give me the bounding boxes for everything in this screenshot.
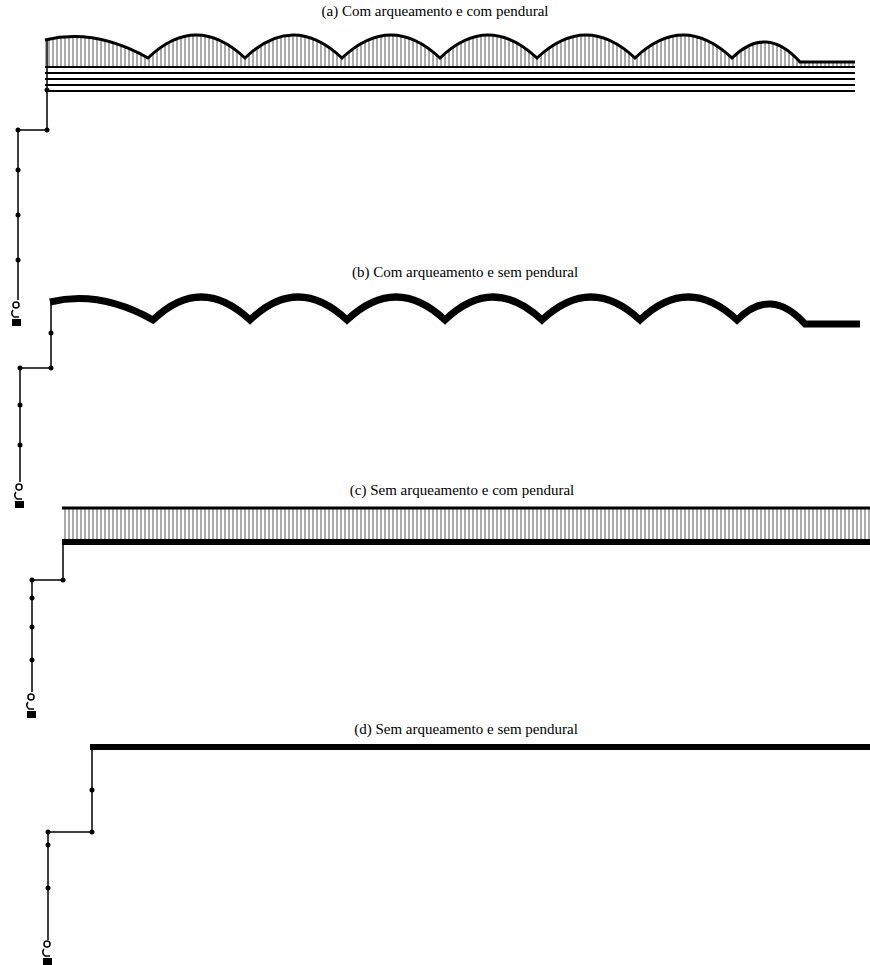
deck	[90, 744, 870, 750]
model-d	[43, 747, 870, 965]
arch	[45, 35, 855, 62]
hangers	[62, 508, 870, 540]
pier-nodes	[18, 331, 54, 448]
pier-nodes	[16, 88, 50, 263]
panel-title: (d) Sem arqueamento e sem pendural	[354, 720, 578, 738]
pier	[32, 542, 63, 692]
support-symbol	[15, 484, 24, 508]
pier	[48, 747, 92, 940]
pier	[20, 300, 51, 482]
arch	[50, 297, 860, 324]
hangers	[45, 35, 855, 66]
pier	[18, 40, 47, 300]
deck	[45, 67, 855, 91]
panel-title: (c) Sem arqueamento e com pendural	[350, 481, 575, 499]
pier-nodes	[46, 788, 95, 891]
model-a	[12, 35, 855, 326]
support-symbol	[43, 941, 52, 965]
pier-nodes	[30, 578, 66, 663]
model-c	[27, 508, 870, 718]
top-chord	[62, 507, 870, 510]
panel-title: (b) Com arqueamento e sem pendural	[352, 263, 578, 281]
deck	[62, 539, 870, 545]
model-b	[15, 297, 860, 508]
panel-title: (a) Com arqueamento e com pendural	[322, 2, 549, 20]
support-symbol	[27, 694, 36, 718]
support-symbol	[12, 302, 21, 326]
